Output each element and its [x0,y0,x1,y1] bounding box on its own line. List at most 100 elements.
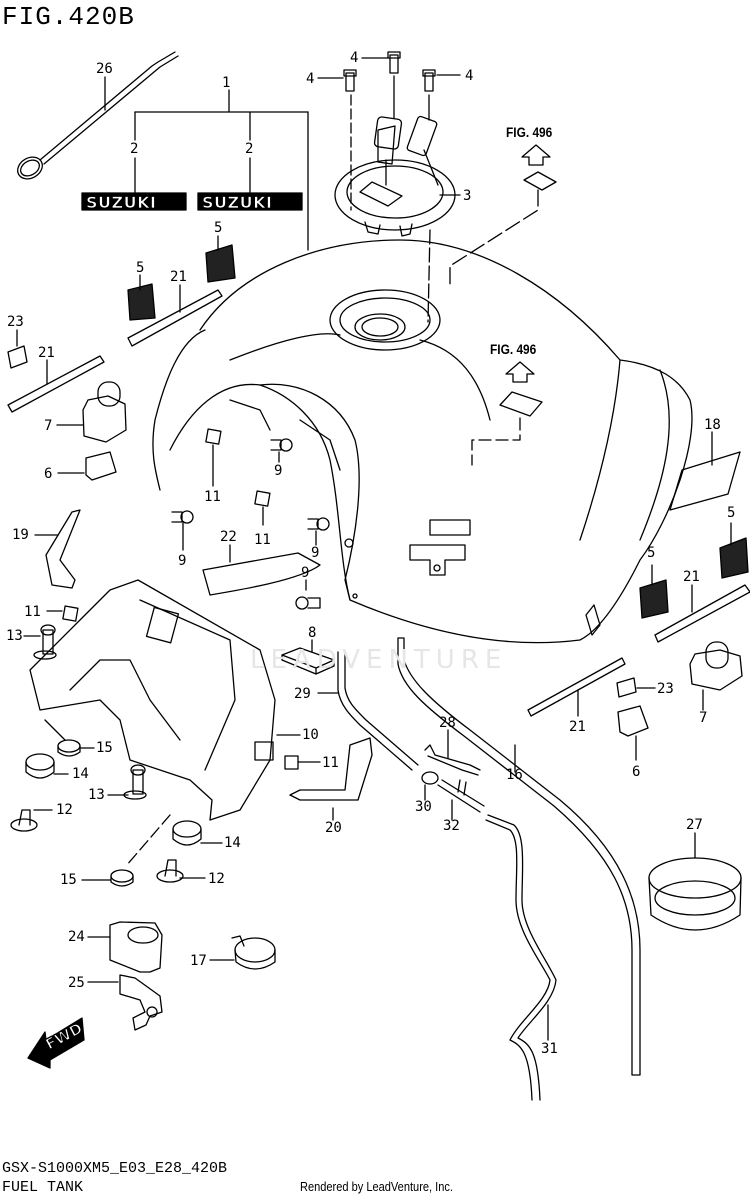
callout-2[interactable]: 2 [245,141,254,157]
seal-strips-21[interactable] [7,289,750,717]
fig-reference-tank[interactable]: FIG. 496 [490,341,537,357]
fwd-arrow-icon: FWD [27,1017,86,1069]
callout-8[interactable]: 8 [308,625,317,641]
hose-29[interactable] [337,651,419,771]
fig-reference-top[interactable]: FIG. 496 [506,124,553,140]
callout-21[interactable]: 21 [569,719,586,735]
mount-hardware[interactable] [10,624,202,887]
callout-15[interactable]: 15 [96,740,113,756]
hose-clamp-17[interactable] [231,935,276,970]
cushions-6[interactable] [85,451,649,737]
bolts-9[interactable] [171,438,330,610]
callout-11[interactable]: 11 [204,489,221,505]
callout-5[interactable]: 5 [214,220,223,236]
callout-3[interactable]: 3 [463,188,472,204]
callout-5[interactable]: 5 [647,545,656,561]
svg-text:SUZUKI: SUZUKI [86,193,156,212]
label-18[interactable] [669,451,741,511]
hose-31[interactable] [485,814,557,1101]
callout-9[interactable]: 9 [274,463,283,479]
fig496-arrow-tank [471,361,543,466]
rendered-by: Rendered by LeadVenture, Inc. [300,1179,453,1194]
leader-4 [317,57,461,323]
callout-14[interactable]: 14 [72,766,89,782]
callout-28[interactable]: 28 [439,715,456,731]
callout-9[interactable]: 9 [311,545,320,561]
callout-9[interactable]: 9 [301,565,310,581]
cover-ring-27[interactable] [648,857,742,931]
callout-21[interactable]: 21 [170,269,187,285]
heat-shield-22[interactable] [202,552,321,596]
section-name: FUEL TANK [2,1179,84,1196]
emblem-left[interactable]: SUZUKI [81,192,187,212]
callout-9[interactable]: 9 [178,553,187,569]
fig496-arrow-top [449,144,557,286]
callout-32[interactable]: 32 [443,818,460,834]
callout-6[interactable]: 6 [632,764,641,780]
pad-8[interactable] [281,647,335,675]
bumpers-7[interactable] [82,381,743,691]
callout-14[interactable]: 14 [224,835,241,851]
callout-12[interactable]: 12 [208,871,225,887]
svg-text:SUZUKI: SUZUKI [202,193,272,212]
callout-6[interactable]: 6 [44,466,53,482]
cap-bolts-4[interactable] [343,51,436,92]
callout-2[interactable]: 2 [130,141,139,157]
callout-18[interactable]: 18 [704,417,721,433]
drain-hose-16[interactable] [397,637,641,1076]
cushions-23[interactable] [7,345,637,698]
callout-21[interactable]: 21 [38,345,55,361]
clamp-bracket-25[interactable] [119,974,163,1031]
callout-10[interactable]: 10 [302,727,319,743]
prop-rod-26[interactable] [14,51,179,183]
hose-28[interactable] [424,744,481,776]
callout-13[interactable]: 13 [88,787,105,803]
pads-5[interactable] [127,244,749,619]
callout-16[interactable]: 16 [506,767,523,783]
callout-30[interactable]: 30 [415,799,432,815]
callout-11[interactable]: 11 [254,532,271,548]
emblem-right[interactable]: SUZUKI [197,192,303,212]
stay-19[interactable] [45,509,81,589]
callout-21[interactable]: 21 [683,569,700,585]
clamp-24[interactable] [109,921,163,973]
bracket-20[interactable] [289,737,373,801]
callout-12[interactable]: 12 [56,802,73,818]
bracket-10[interactable] [29,579,276,821]
callout-26[interactable]: 26 [96,61,113,77]
fuel-tank-1[interactable] [152,239,693,644]
callout-7[interactable]: 7 [44,418,53,434]
callout-4[interactable]: 4 [306,71,315,87]
callout-25[interactable]: 25 [68,975,85,991]
leader-5 [139,235,732,586]
callout-31[interactable]: 31 [541,1041,558,1057]
callout-11[interactable]: 11 [24,604,41,620]
watermark: LEADVENTURE [250,645,508,675]
callout-5[interactable]: 5 [136,260,145,276]
callout-23[interactable]: 23 [7,314,24,330]
fuel-cap-3[interactable] [334,115,456,237]
callout-27[interactable]: 27 [686,817,703,833]
callout-17[interactable]: 17 [190,953,207,969]
callout-24[interactable]: 24 [68,929,85,945]
callout-11[interactable]: 11 [322,755,339,771]
nuts-11[interactable] [62,428,299,770]
callout-4[interactable]: 4 [350,50,359,66]
callout-5[interactable]: 5 [727,505,736,521]
callout-23[interactable]: 23 [657,681,674,697]
leader-hw [23,635,223,881]
figure-title: FIG.420B [2,2,135,32]
callout-22[interactable]: 22 [220,529,237,545]
callout-15[interactable]: 15 [60,872,77,888]
callout-7[interactable]: 7 [699,710,708,726]
callout-4[interactable]: 4 [465,68,474,84]
callout-1[interactable]: 1 [222,75,231,91]
callout-29[interactable]: 29 [294,686,311,702]
hose-cap-30[interactable] [421,771,439,785]
callout-19[interactable]: 19 [12,527,29,543]
leader-21 [46,284,693,717]
callout-13[interactable]: 13 [6,628,23,644]
callout-20[interactable]: 20 [325,820,342,836]
joint-32[interactable] [437,779,485,813]
